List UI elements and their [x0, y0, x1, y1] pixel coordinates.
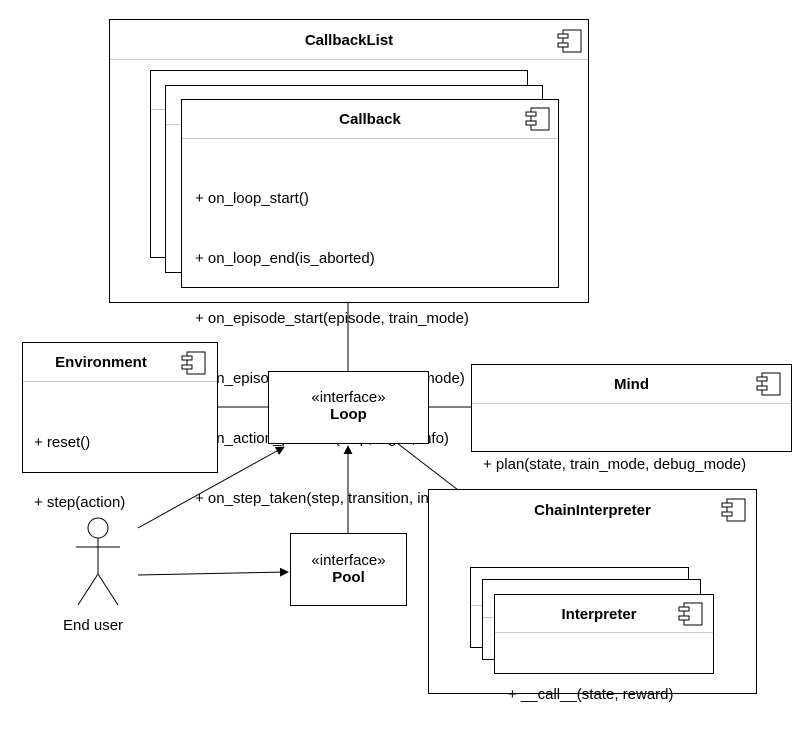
environment-title: Environment — [55, 354, 147, 371]
user-loop-arrow — [137, 446, 285, 529]
method-row: + reset() — [34, 434, 91, 451]
component-icon — [678, 602, 703, 626]
method-row: + on_loop_end(is_aborted) — [195, 250, 375, 267]
mind-separator — [472, 403, 791, 404]
component-icon — [756, 372, 781, 396]
interpreter-methods: + __call__(state, reward) — [508, 645, 674, 745]
environment-separator — [23, 381, 217, 382]
mind-methods: + plan(state, train_mode, debug_mode) — [483, 415, 746, 515]
loop-interface[interactable]: «interface» Loop — [268, 371, 429, 444]
callbacklist-title: CallbackList — [304, 32, 394, 49]
method-row: + plan(state, train_mode, debug_mode) — [483, 456, 747, 473]
loop-name: Loop — [330, 406, 367, 423]
end-user-actor-icon — [76, 517, 120, 606]
environment-methods: + reset() + step(action) — [34, 393, 125, 553]
callback-title: Callback — [339, 111, 401, 128]
pool-interface[interactable]: «interface» Pool — [290, 533, 407, 606]
method-row: + step(action) — [34, 494, 126, 511]
loop-chaininterpreter-link — [396, 442, 459, 491]
end-user-label: End user — [63, 617, 124, 634]
component-icon — [557, 29, 582, 53]
callback-separator — [182, 138, 558, 139]
connectors — [76, 302, 471, 606]
user-pool-arrow — [137, 567, 289, 577]
callbacklist-separator — [110, 59, 588, 60]
method-row: + __call__(state, reward) — [508, 686, 674, 703]
mind-title: Mind — [614, 376, 649, 393]
method-row: + on_loop_start() — [195, 190, 309, 207]
pool-name: Pool — [332, 569, 365, 586]
mind-component[interactable]: Mind + plan(state, train_mode, debug_mod… — [471, 364, 792, 473]
loop-stereotype: «interface» — [311, 389, 386, 406]
component-icon — [721, 498, 746, 522]
component-icon — [525, 107, 550, 131]
component-icon — [181, 351, 206, 375]
callback-component[interactable]: Callback + on_loop_start() + on_loop_end… — [181, 99, 559, 507]
interpreter-separator — [495, 632, 713, 633]
environment-component[interactable]: Environment + reset() + step(action) — [22, 342, 218, 511]
method-row: + on_episode_start(episode, train_mode) — [195, 310, 469, 327]
chaininterpreter-title: ChainInterpreter — [534, 502, 651, 519]
interpreter-title: Interpreter — [561, 606, 637, 623]
pool-stereotype: «interface» — [311, 552, 386, 569]
interpreter-component[interactable]: Interpreter + __call__(state, reward) — [494, 594, 714, 703]
